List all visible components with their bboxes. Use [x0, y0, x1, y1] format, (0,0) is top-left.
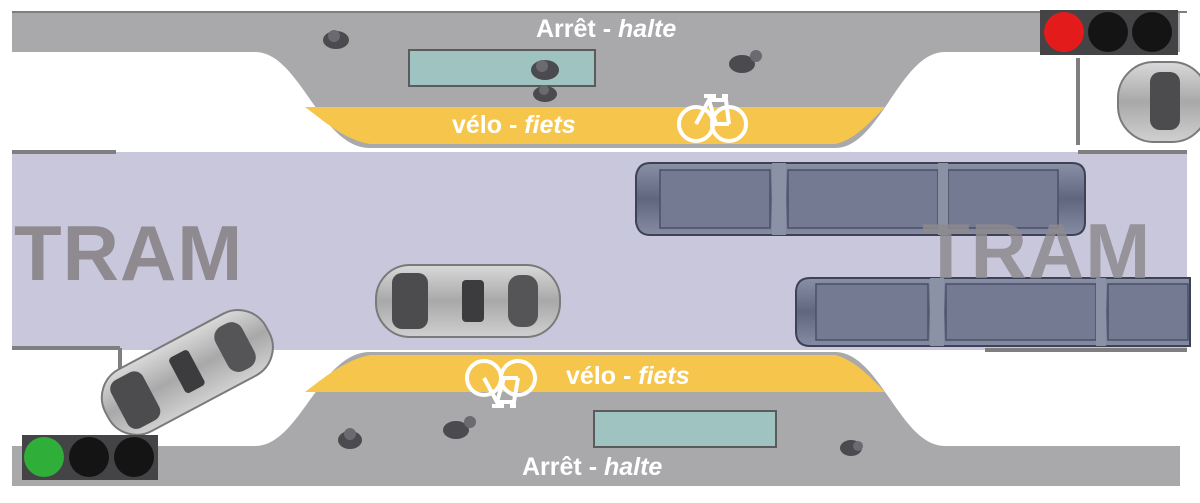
signal-off-lamp: [1088, 12, 1128, 52]
tram-top: [635, 162, 1086, 236]
car-turning: [100, 309, 274, 436]
pedestrian-6: [443, 416, 476, 439]
car-middle: [375, 264, 561, 338]
signal-red-lamp: [1044, 12, 1084, 52]
stop-label-top: Arrêt - halte: [536, 15, 677, 43]
stop-label-bottom: Arrêt - halte: [522, 453, 663, 481]
pedestrian-7: [840, 440, 863, 456]
signal-off-lamp: [69, 437, 109, 477]
bike-label-top: vélo - fiets: [452, 111, 576, 139]
signal-off-lamp: [1132, 12, 1172, 52]
signal-green-lamp: [24, 437, 64, 477]
tram-label-right: TRAM: [922, 207, 1152, 295]
bike-lane-top: [305, 107, 885, 144]
pedestrians: [323, 30, 863, 456]
pedestrian-5: [338, 428, 362, 449]
pedestrian-4: [729, 50, 762, 73]
signal-off-lamp: [114, 437, 154, 477]
tram-bottom: [795, 277, 1191, 347]
traffic-light-top-right: [1040, 10, 1178, 55]
shelter-top: [408, 49, 596, 87]
pedestrian-2: [531, 60, 559, 80]
bike-label-bottom: vélo - fiets: [566, 362, 690, 390]
bicycle-icon-top: [677, 94, 748, 143]
car-top-right: [1117, 61, 1200, 143]
tram-label-left: TRAM: [14, 209, 244, 297]
traffic-light-bottom-left: [22, 435, 158, 480]
pedestrian-1: [323, 30, 349, 49]
bike-lane-bottom: [305, 355, 885, 392]
pedestrian-3: [533, 85, 557, 102]
bicycle-icon-bottom: [465, 359, 537, 408]
shelter-bottom: [593, 410, 777, 448]
